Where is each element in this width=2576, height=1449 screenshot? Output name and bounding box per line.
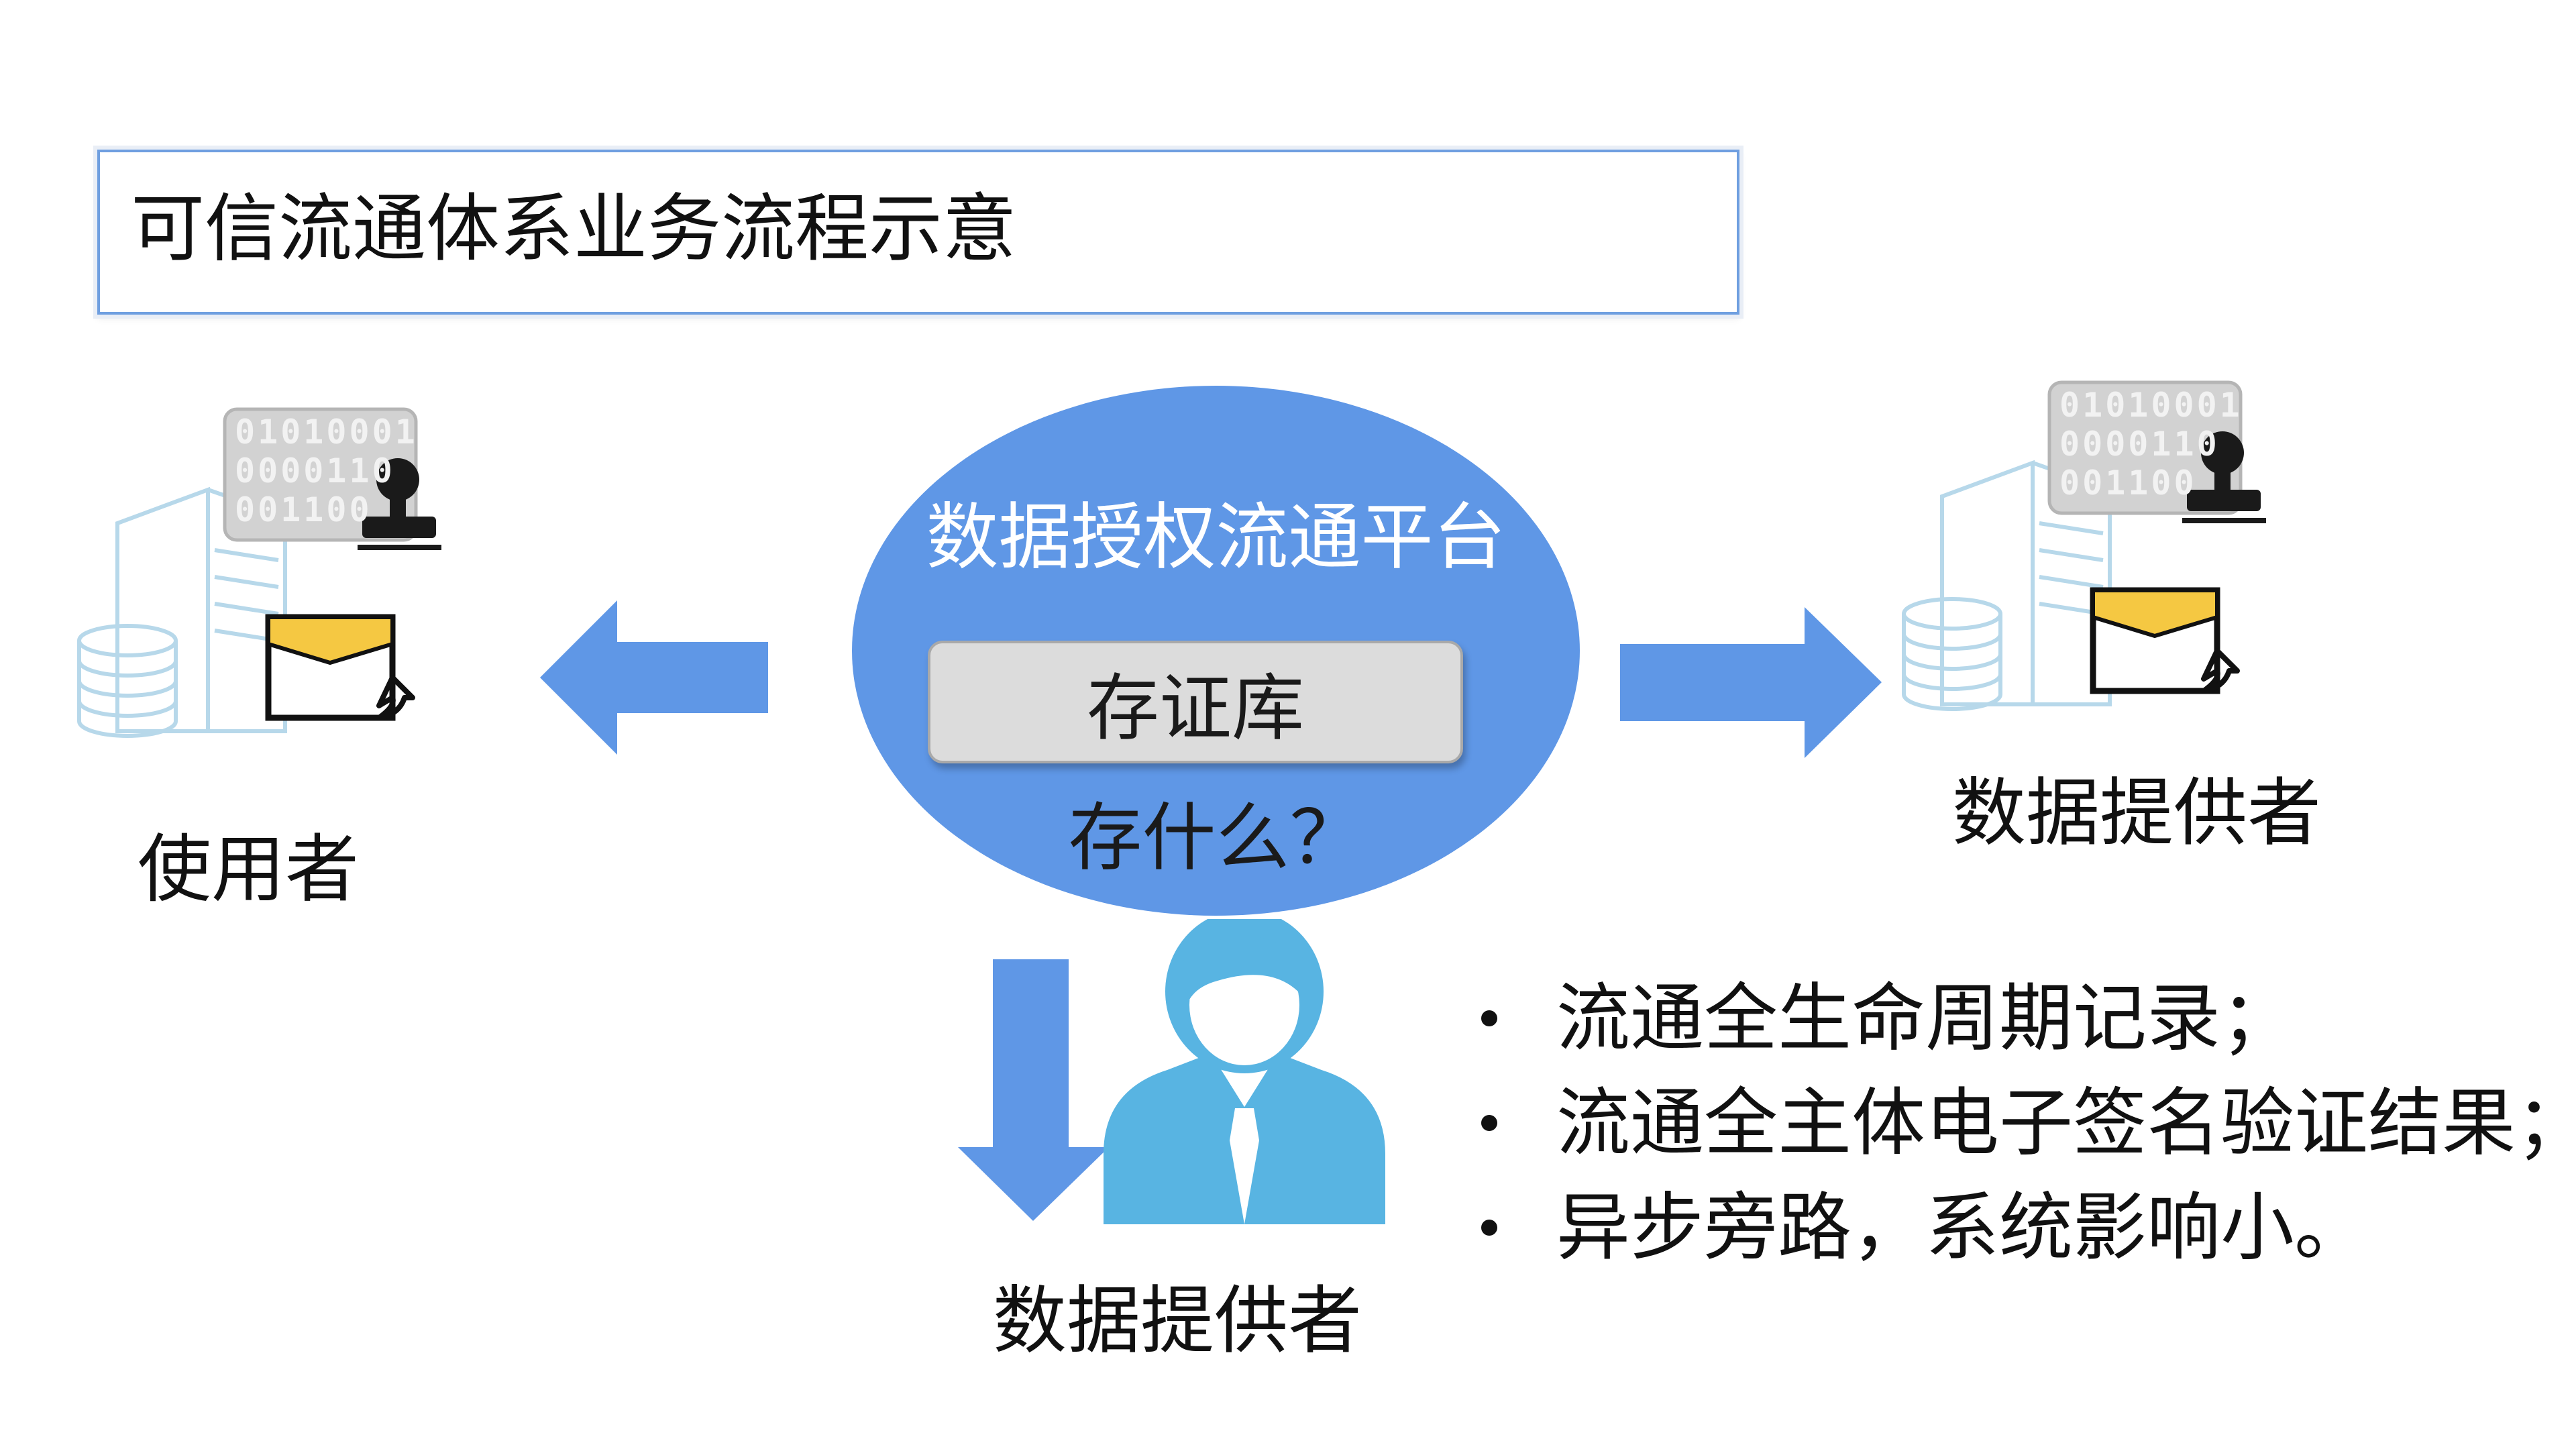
evidence-store-label: 存证库 (1086, 667, 1304, 751)
data-server-icon (1902, 380, 2266, 711)
feature-list: 流通全生命周期记录； 流通全主体电子签名验证结果； 异步旁路，系统影响小。 (1469, 966, 2576, 1280)
binary-line: 0000110 (235, 451, 395, 490)
platform-question: 存什么？ (1068, 795, 1364, 881)
page-title: 可信流通体系业务流程示意 (131, 186, 1016, 272)
list-item: 流通全生命周期记录； (1469, 966, 2576, 1071)
down-arrow-icon (958, 959, 1109, 1221)
left-arrow-icon (540, 600, 768, 755)
bullet-icon (1481, 1010, 1497, 1026)
bullet-icon (1481, 1220, 1497, 1236)
list-item: 流通全主体电子签名验证结果； (1469, 1071, 2576, 1175)
right-arrow-icon (1620, 607, 1882, 758)
evidence-store-box (928, 641, 1463, 763)
binary-line: 01010001 (2059, 386, 2243, 425)
binary-line: 01010001 (235, 413, 418, 451)
binary-line: 001100 (2059, 464, 2197, 502)
user-label: 使用者 (138, 826, 359, 912)
list-item: 异步旁路，系统影响小。 (1469, 1175, 2576, 1280)
person-icon (1104, 919, 1385, 1224)
binary-line: 0000110 (2059, 425, 2220, 464)
data-server-icon (77, 407, 441, 738)
title-box (97, 150, 1739, 315)
provider-label-bottom: 数据提供者 (993, 1278, 1362, 1364)
provider-label-right: 数据提供者 (1952, 770, 2321, 856)
bullet-icon (1481, 1115, 1497, 1131)
binary-line: 001100 (235, 490, 372, 529)
platform-title: 数据授权流通平台 (926, 496, 1506, 580)
